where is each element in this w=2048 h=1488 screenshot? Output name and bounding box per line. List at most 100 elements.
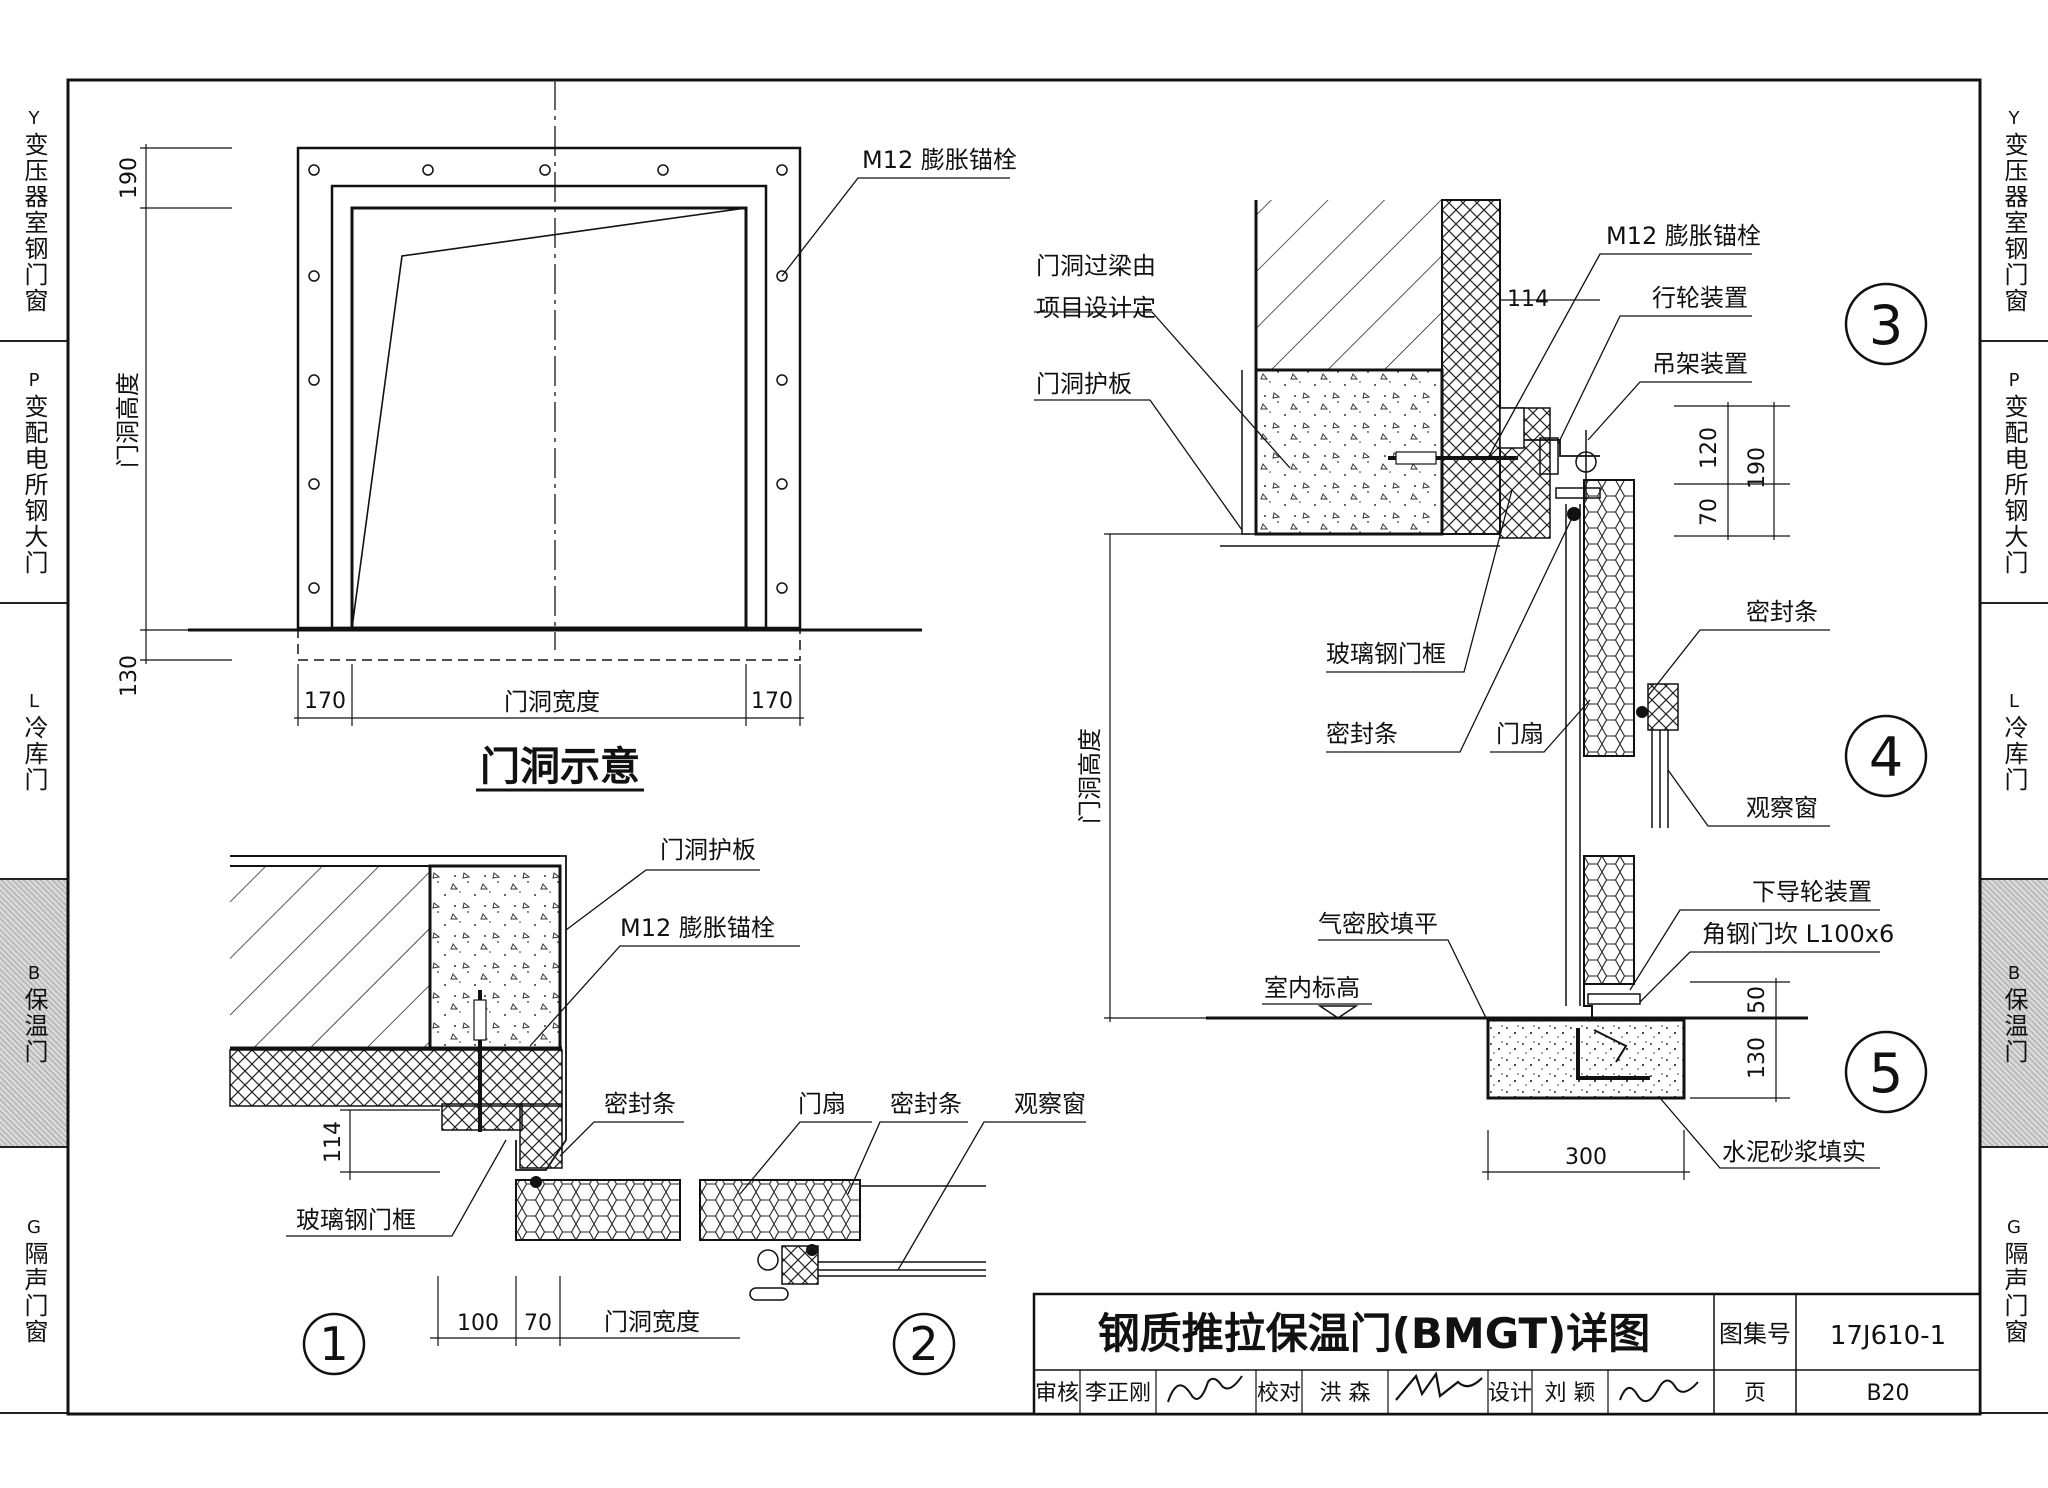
- dim-190: 190: [1745, 447, 1770, 489]
- dim-170-left: 170: [304, 689, 346, 714]
- dim-120: 120: [1697, 427, 1722, 469]
- page-label: 页: [1744, 1381, 1766, 1406]
- side-tab-y[interactable]: Y 变压器室钢门窗: [0, 80, 68, 342]
- dim-100: 100: [457, 1311, 499, 1336]
- dim-opening-width: 门洞宽度: [604, 1308, 700, 1336]
- dim-190: 190: [117, 157, 142, 199]
- side-tab-g[interactable]: G 隔声门窗: [0, 1148, 68, 1414]
- side-tab-title: 隔声门窗: [20, 1241, 48, 1345]
- label-bottom-guide: 下导轮装置: [1752, 878, 1872, 906]
- label-anchor-bolt: M12 膨胀锚栓: [1606, 222, 1761, 250]
- label-mortar-fill: 水泥砂浆填实: [1722, 1138, 1866, 1166]
- dim-170-right: 170: [751, 689, 793, 714]
- drawing-title: 钢质推拉保温门(BMGT)详图: [1098, 1309, 1651, 1358]
- check-signature: [1395, 1371, 1483, 1401]
- dim-50: 50: [1745, 986, 1770, 1014]
- label-seal-strip-2: 密封条: [890, 1090, 962, 1118]
- review-label: 审核: [1035, 1381, 1079, 1406]
- side-tab-p[interactable]: P 变配电所钢大门: [1980, 342, 2048, 604]
- label-angle-threshold: 角钢门坎 L100x6: [1702, 920, 1894, 948]
- detail-marker-1: 1: [319, 1317, 348, 1371]
- plan-detail: 114 100 70 门洞宽度 门洞护板 M12 膨胀锚栓 密封条 玻璃钢门框 …: [229, 836, 1086, 1376]
- label-floor-level: 室内标高: [1264, 974, 1360, 1002]
- sheet-border: [66, 78, 1982, 1416]
- dim-opening-width: 门洞宽度: [504, 688, 600, 716]
- detail-marker-5: 5: [1869, 1042, 1903, 1105]
- label-lintel-line1: 门洞过梁由: [1036, 252, 1156, 280]
- side-tab-code: B: [27, 963, 41, 984]
- label-seal-strip: 密封条: [604, 1090, 676, 1118]
- label-anchor-bolt: M12 膨胀锚栓: [862, 146, 1017, 174]
- dim-130: 130: [117, 655, 142, 697]
- side-tab-code: L: [28, 691, 40, 712]
- opening-elevation: 190 门洞高度 130 170 门洞宽度 170 M12 膨胀锚栓 门洞示意: [114, 80, 1017, 792]
- label-anchor-bolt: M12 膨胀锚栓: [620, 914, 775, 942]
- side-tab-code: B: [2007, 963, 2021, 984]
- check-label: 校对: [1257, 1381, 1301, 1406]
- page-number: B20: [1866, 1381, 1909, 1406]
- dim-114: 114: [321, 1121, 346, 1163]
- dim-114: 114: [1507, 287, 1549, 312]
- side-tab-b[interactable]: B 保温门: [0, 880, 68, 1148]
- side-tab-code: G: [2007, 1217, 2021, 1238]
- label-opening-guard: 门洞护板: [660, 836, 756, 864]
- elevation-dims-horizontal: [294, 664, 804, 726]
- atlas-label: 图集号: [1719, 1320, 1791, 1348]
- side-tab-code: P: [28, 370, 40, 391]
- label-door-leaf: 门扇: [1496, 720, 1544, 748]
- detail-marker-4: 4: [1869, 726, 1903, 789]
- side-tab-code: L: [2008, 691, 2020, 712]
- label-seal-strip: 密封条: [1326, 720, 1398, 748]
- side-tab-title: 变配电所钢大门: [2000, 394, 2028, 576]
- side-tab-title: 保温门: [2000, 987, 2028, 1065]
- label-frp-frame: 玻璃钢门框: [296, 1206, 416, 1234]
- title-block: 钢质推拉保温门(BMGT)详图 图集号 17J610-1 审核 李正刚 校对 洪…: [1032, 1292, 1982, 1416]
- side-tab-p[interactable]: P 变配电所钢大门: [0, 342, 68, 604]
- label-seal-strip-right: 密封条: [1746, 598, 1818, 626]
- dim-300: 300: [1565, 1145, 1607, 1170]
- side-tab-l[interactable]: L 冷库门: [1980, 604, 2048, 880]
- side-tab-g[interactable]: G 隔声门窗: [1980, 1148, 2048, 1414]
- side-tab-code: G: [27, 1217, 41, 1238]
- side-tab-title: 变配电所钢大门: [20, 394, 48, 576]
- detail-marker-3: 3: [1869, 294, 1903, 357]
- side-tab-title: 冷库门: [20, 715, 48, 793]
- side-tab-title: 变压器室钢门窗: [20, 132, 48, 314]
- dim-opening-height: 门洞高度: [114, 372, 142, 468]
- side-tab-l[interactable]: L 冷库门: [0, 604, 68, 880]
- design-name: 刘 颖: [1545, 1381, 1596, 1406]
- label-opening-guard: 门洞护板: [1036, 370, 1132, 398]
- label-lintel-line2: 项目设计定: [1036, 294, 1156, 322]
- side-tab-y[interactable]: Y 变压器室钢门窗: [1980, 80, 2048, 342]
- dim-70: 70: [1697, 498, 1722, 526]
- review-signature: [1167, 1375, 1243, 1403]
- label-observation-window: 观察窗: [1014, 1090, 1086, 1118]
- review-name: 李正刚: [1085, 1381, 1151, 1406]
- label-observation-window: 观察窗: [1746, 794, 1818, 822]
- side-tab-title: 冷库门: [2000, 715, 2028, 793]
- atlas-number: 17J610-1: [1830, 1321, 1946, 1351]
- side-tab-code: P: [2008, 370, 2020, 391]
- side-tab-b[interactable]: B 保温门: [1980, 880, 2048, 1148]
- label-hanger-device: 吊架装置: [1652, 350, 1748, 378]
- anchor-bolts: [308, 164, 788, 594]
- section-detail: 120 70 190 50 130 门洞高度 300 114 门洞过梁由 项目设…: [1034, 199, 1928, 1180]
- side-tab-title: 隔声门窗: [2000, 1241, 2028, 1345]
- label-door-leaf: 门扇: [798, 1090, 846, 1118]
- dim-130: 130: [1745, 1037, 1770, 1079]
- side-tab-title: 保温门: [20, 987, 48, 1065]
- side-tab-code: Y: [2008, 108, 2020, 129]
- dim-70: 70: [524, 1311, 552, 1336]
- side-tab-title: 变压器室钢门窗: [2000, 132, 2028, 314]
- check-name: 洪 森: [1320, 1381, 1371, 1406]
- design-label: 设计: [1488, 1381, 1532, 1406]
- side-tab-code: Y: [28, 108, 40, 129]
- label-wheel-device: 行轮装置: [1652, 284, 1748, 312]
- label-sealant: 气密胶填平: [1318, 910, 1438, 938]
- design-signature: [1619, 1379, 1699, 1403]
- caption-opening: 门洞示意: [480, 744, 640, 790]
- elevation-dims-vertical: [140, 144, 232, 664]
- detail-marker-2: 2: [909, 1317, 938, 1371]
- dim-opening-height: 门洞高度: [1076, 728, 1104, 824]
